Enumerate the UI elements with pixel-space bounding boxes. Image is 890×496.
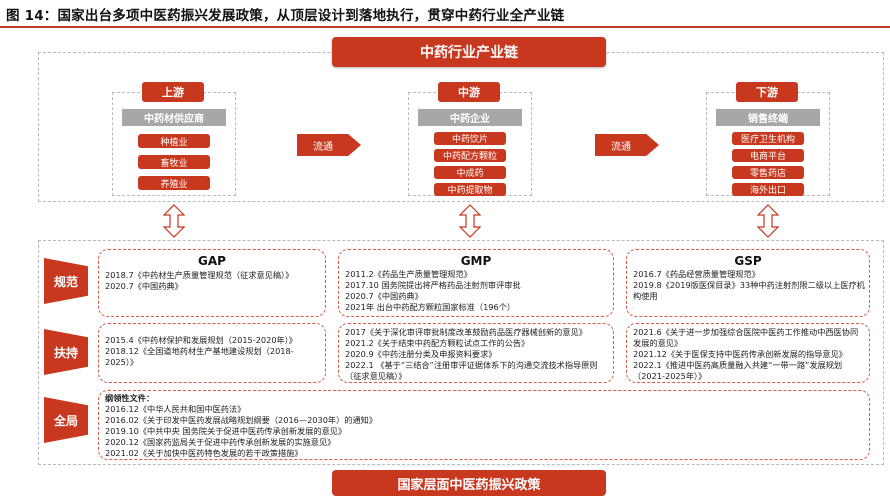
downstream-item: 电商平台 <box>732 149 804 162</box>
figure-title: 图 14：国家出台多项中医药振兴发展政策，从顶层设计到落地执行，贯穿中药行业全产… <box>6 8 565 24</box>
title-rule <box>0 26 890 28</box>
policy-line: 2022.1《推进中医药高质量融入共建“一带一路”发展规划（2021-2025年… <box>633 360 843 381</box>
gap-support-box: 2015.4《中药材保护和发展规划（2015-2020年）》 2018.12《全… <box>98 323 326 383</box>
policy-line: 2011.2《药品生产质量管理规范》 <box>345 269 472 279</box>
gsp-title: GSP <box>734 254 762 268</box>
midstream-item: 中药配方颗粒 <box>434 149 506 162</box>
policy-line: 2021.2《关于结束中药配方颗粒试点工作的公告》 <box>345 338 530 348</box>
upstream-stage-label: 上游 <box>142 82 204 102</box>
policy-section <box>38 240 884 465</box>
flow-arrow: 流通 <box>297 134 361 156</box>
midstream-item: 中药提取物 <box>434 183 506 196</box>
gmp-norm-box: GMP 2011.2《药品生产质量管理规范》 2017.10 国务院提出将严格药… <box>338 249 614 317</box>
side-label-global: 全局 <box>44 397 88 443</box>
upstream-item: 养殖业 <box>138 176 210 190</box>
gsp-norm-box: GSP 2016.7《药品经营质量管理规范》 2019.8《2019版医保目录》… <box>626 249 870 317</box>
double-arrow-icon <box>459 204 481 238</box>
downstream-sub-label: 销售终端 <box>716 109 820 126</box>
gap-title: GAP <box>198 254 226 268</box>
downstream-item: 零售药店 <box>732 166 804 179</box>
policy-line: 2021.6《关于进一步加强综合医院中医药工作推动中西医协同发展的意见》 <box>633 327 859 348</box>
upstream-item: 种植业 <box>138 134 210 148</box>
upstream-sub-label: 中药材供应商 <box>122 109 226 126</box>
policy-line: 2019.10《中共中央 国务院关于促进中医药传承创新发展的意见》 <box>105 426 347 436</box>
midstream-stage-label: 中游 <box>438 82 500 102</box>
double-arrow-icon <box>757 204 779 238</box>
policy-line: 2021年 出台中药配方颗粒国家标准（196个） <box>345 302 516 312</box>
chain-title: 中药行业产业链 <box>332 37 606 67</box>
double-arrow-icon <box>163 204 185 238</box>
policy-line: 2018.7《中药材生产质量管理规范（征求意见稿）》 <box>105 270 294 280</box>
gmp-title: GMP <box>460 254 492 268</box>
downstream-item: 医疗卫生机构 <box>732 132 804 145</box>
policy-line: 2020.7《中国药典》 <box>105 281 183 291</box>
side-label-support: 扶持 <box>44 329 88 375</box>
side-label-norm: 规范 <box>44 258 88 304</box>
policy-line: 2021.02《关于加快中医药特色发展的若干政策措施》 <box>105 448 303 458</box>
policy-line: 2016.7《药品经营质量管理规范》 <box>633 269 760 279</box>
midstream-sub-label: 中药企业 <box>418 109 522 126</box>
bottom-banner: 国家层面中医药振兴政策 <box>332 470 606 496</box>
downstream-item: 海外出口 <box>732 183 804 196</box>
downstream-stage-label: 下游 <box>736 82 798 102</box>
gap-norm-box: GAP 2018.7《中药材生产质量管理规范（征求意见稿）》 2020.7《中国… <box>98 249 326 317</box>
global-box: 纲领性文件： 2016.12《中华人民共和国中医药法》 2016.02《关于印发… <box>98 390 870 460</box>
policy-line: 2022.1 《基于“三结合”注册审评证据体系下的沟通交流技术指导原则（征求意见… <box>345 360 598 381</box>
policy-line: 2016.02《关于印发中医药发展战略规划纲要（2016—2030年）的通知》 <box>105 415 378 425</box>
gsp-support-box: 2021.6《关于进一步加强综合医院中医药工作推动中西医协同发展的意见》 202… <box>626 323 870 383</box>
flow-arrow: 流通 <box>595 134 659 156</box>
midstream-item: 中药饮片 <box>434 132 506 145</box>
policy-line: 2020.12《国家药监局关于促进中药传承创新发展的实施意见》 <box>105 437 336 447</box>
upstream-item: 畜牧业 <box>138 155 210 169</box>
midstream-item: 中成药 <box>434 166 506 179</box>
policy-line: 2020.9《中药注册分类及申报资料要求》 <box>345 349 497 359</box>
policy-line: 2019.8《2019版医保目录》33种中药注射剂限二级以上医疗机构使用 <box>633 280 865 301</box>
policy-line: 2015.4《中药材保护和发展规划（2015-2020年）》 <box>105 335 297 345</box>
policy-line: 2018.12《全国道地药材生产基地建设规划（2018-2025）》 <box>105 346 294 367</box>
gmp-support-box: 2017《关于深化审评审批制度改革鼓励药品医疗器械创新的意见》 2021.2《关… <box>338 323 614 383</box>
global-header: 纲领性文件： <box>105 393 155 403</box>
policy-line: 2021.12《关于医保支持中医药传承创新发展的指导意见》 <box>633 349 847 359</box>
policy-line: 2016.12《中华人民共和国中医药法》 <box>105 404 246 414</box>
policy-line: 2020.7《中国药典》 <box>345 291 423 301</box>
policy-line: 2017.10 国务院提出将严格药品注射剂审评审批 <box>345 280 521 290</box>
policy-line: 2017《关于深化审评审批制度改革鼓励药品医疗器械创新的意见》 <box>345 327 587 337</box>
